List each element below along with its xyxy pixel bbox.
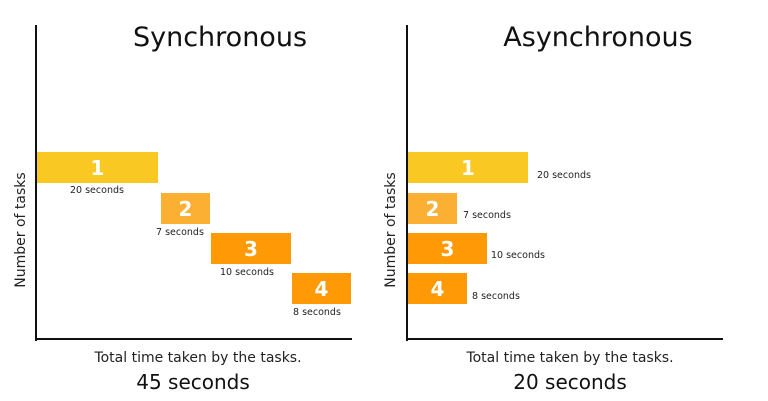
task-number: 4 bbox=[430, 276, 445, 301]
y-axis bbox=[406, 25, 408, 341]
task-bar-2: 2 bbox=[161, 193, 210, 224]
task-duration-label: 7 seconds bbox=[156, 227, 204, 238]
x-axis bbox=[406, 338, 723, 340]
task-duration-label: 7 seconds bbox=[463, 210, 511, 221]
y-axis bbox=[35, 25, 37, 341]
task-duration-label: 8 seconds bbox=[293, 307, 341, 318]
task-number: 1 bbox=[461, 155, 475, 180]
task-duration-label: 10 seconds bbox=[220, 267, 274, 278]
task-number: 4 bbox=[314, 276, 329, 301]
panel-title: Asynchronous bbox=[503, 22, 693, 53]
task-bar-1: 1 bbox=[408, 152, 528, 183]
task-bar-4: 4 bbox=[292, 273, 351, 304]
task-duration-label: 20 seconds bbox=[537, 170, 591, 181]
task-bar-3: 3 bbox=[408, 233, 487, 264]
task-number: 2 bbox=[178, 196, 193, 221]
y-axis-label: Number of tasks bbox=[383, 172, 399, 288]
x-axis-caption: Total time taken by the tasks. bbox=[94, 350, 302, 366]
task-bar-1: 1 bbox=[37, 152, 158, 183]
total-time: 20 seconds bbox=[513, 370, 627, 394]
x-axis-caption: Total time taken by the tasks. bbox=[466, 350, 674, 366]
task-bar-3: 3 bbox=[211, 233, 291, 264]
task-duration-label: 20 seconds bbox=[70, 185, 124, 196]
synchronous-panel: Synchronous Number of tasks 1 20 seconds… bbox=[13, 22, 352, 394]
total-time: 45 seconds bbox=[136, 370, 250, 394]
task-number: 2 bbox=[425, 196, 440, 221]
task-number: 1 bbox=[90, 155, 105, 180]
task-duration-label: 8 seconds bbox=[472, 291, 520, 302]
task-bar-4: 4 bbox=[408, 273, 467, 304]
x-axis bbox=[35, 338, 352, 340]
task-number: 3 bbox=[244, 236, 258, 261]
task-duration-label: 10 seconds bbox=[491, 250, 545, 261]
task-bar-2: 2 bbox=[408, 193, 457, 224]
task-number: 3 bbox=[440, 236, 455, 261]
panel-title: Synchronous bbox=[132, 22, 308, 53]
